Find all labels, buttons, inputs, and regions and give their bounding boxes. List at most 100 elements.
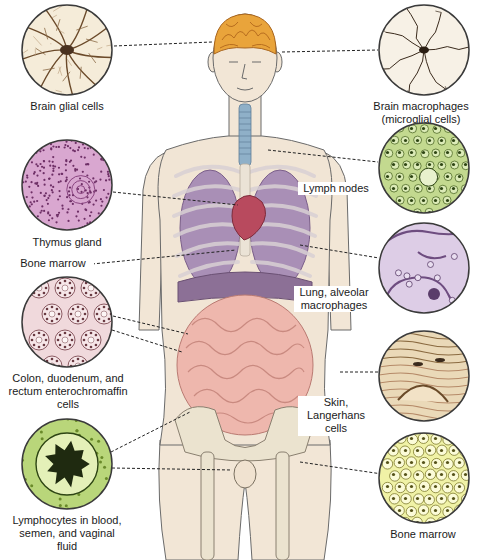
tissue-detail [39, 50, 67, 92]
tissue-detail [40, 431, 43, 434]
tissue-detail [44, 195, 46, 197]
tissue-detail [101, 200, 103, 202]
tissue-detail [21, 147, 23, 149]
tissue-detail [434, 127, 437, 130]
tissue-detail [404, 211, 407, 214]
tissue-detail [440, 187, 443, 190]
leader-line [113, 316, 188, 334]
tissue-detail [34, 171, 36, 173]
tissue-detail [42, 304, 62, 324]
tissue-detail [68, 304, 88, 324]
tissue-detail [67, 25, 111, 50]
tissue-detail [446, 509, 449, 512]
tissue-detail [458, 127, 461, 130]
tissue-detail [108, 175, 110, 177]
tissue-detail [462, 209, 470, 214]
tissue-detail [59, 498, 62, 501]
tissue-detail [58, 212, 60, 214]
tissue-detail [444, 150, 452, 158]
tissue-detail [452, 473, 455, 476]
tissue-detail [448, 471, 458, 481]
tissue-detail [77, 149, 79, 151]
tissue-detail [26, 174, 28, 176]
tissue-detail [434, 485, 437, 488]
tissue-detail [64, 280, 67, 283]
tissue-detail [458, 151, 461, 154]
tissue-detail [41, 437, 44, 440]
tissue-circle-shape [21, 418, 113, 510]
tissue-detail [386, 437, 389, 440]
tissue-detail [69, 282, 72, 285]
tissue-detail [26, 418, 29, 420]
tissue-detail [70, 159, 72, 161]
tissue-detail [71, 287, 74, 290]
tissue-detail [48, 160, 50, 162]
tissue-detail [455, 174, 463, 182]
tissue-detail [87, 163, 89, 165]
tissue-detail [89, 140, 91, 142]
tissue-detail [403, 4, 424, 50]
tissue-ground [379, 5, 469, 95]
tissue-detail [446, 485, 449, 488]
tissue-detail [85, 139, 87, 141]
tissue-detail [395, 270, 401, 276]
tissue-detail [33, 140, 35, 142]
tissue-detail [103, 189, 105, 191]
tissue-detail [422, 151, 425, 154]
tissue-detail [95, 199, 97, 201]
tissue-detail [55, 221, 57, 223]
tissue-detail [85, 334, 88, 337]
tissue-detail [440, 497, 443, 500]
tissue-detail [398, 461, 401, 464]
tissue-circle: Lymphocytes in blood, semen, and vaginal… [21, 418, 113, 510]
tissue-detail [410, 151, 413, 154]
tissue-detail [48, 219, 50, 221]
tissue-detail [35, 163, 37, 165]
tissue-detail [77, 320, 80, 323]
tissue-detail [401, 469, 411, 479]
tissue-detail [450, 186, 458, 194]
tissue-detail [100, 158, 102, 160]
tissue-detail [452, 521, 455, 524]
tissue-detail [392, 521, 395, 524]
tissue-detail [59, 334, 62, 337]
tissue-detail [424, 495, 434, 505]
tissue-detail [388, 517, 398, 524]
tissue-detail [68, 190, 70, 192]
tissue-detail [75, 215, 77, 217]
left-femur [201, 452, 214, 560]
tissue-detail [56, 90, 62, 92]
tissue-detail [52, 170, 54, 172]
tissue-detail [21, 50, 67, 61]
tissue-detail [84, 365, 87, 368]
tissue-detail [420, 168, 438, 186]
tissue-detail [392, 473, 395, 476]
tissue-detail [77, 211, 79, 213]
tissue-detail [108, 318, 111, 321]
right-femur [276, 452, 289, 560]
tissue-detail [66, 211, 68, 213]
tissue-detail [430, 505, 440, 515]
tissue-detail [48, 195, 50, 197]
tissue-detail [39, 150, 41, 152]
tissue-detail [58, 146, 60, 148]
tissue-detail [419, 481, 429, 491]
tissue-detail [446, 175, 449, 178]
tissue-detail [84, 208, 86, 210]
tissue-detail [59, 30, 65, 33]
tissue-ground [22, 419, 112, 509]
tissue-detail [403, 161, 411, 169]
tissue-detail [389, 494, 399, 504]
tissue-detail [64, 144, 66, 146]
tissue-detail [398, 199, 401, 202]
tissue-detail [33, 222, 35, 224]
tissue-circle-border [379, 5, 469, 95]
tissue-detail [451, 161, 459, 169]
tissue-detail [65, 169, 67, 171]
tissue-detail [458, 461, 461, 464]
tissue-detail [72, 181, 90, 199]
tissue-detail [438, 162, 446, 170]
tissue-detail [422, 461, 425, 464]
tissue-detail [36, 144, 38, 146]
tissue-detail [86, 39, 98, 42]
